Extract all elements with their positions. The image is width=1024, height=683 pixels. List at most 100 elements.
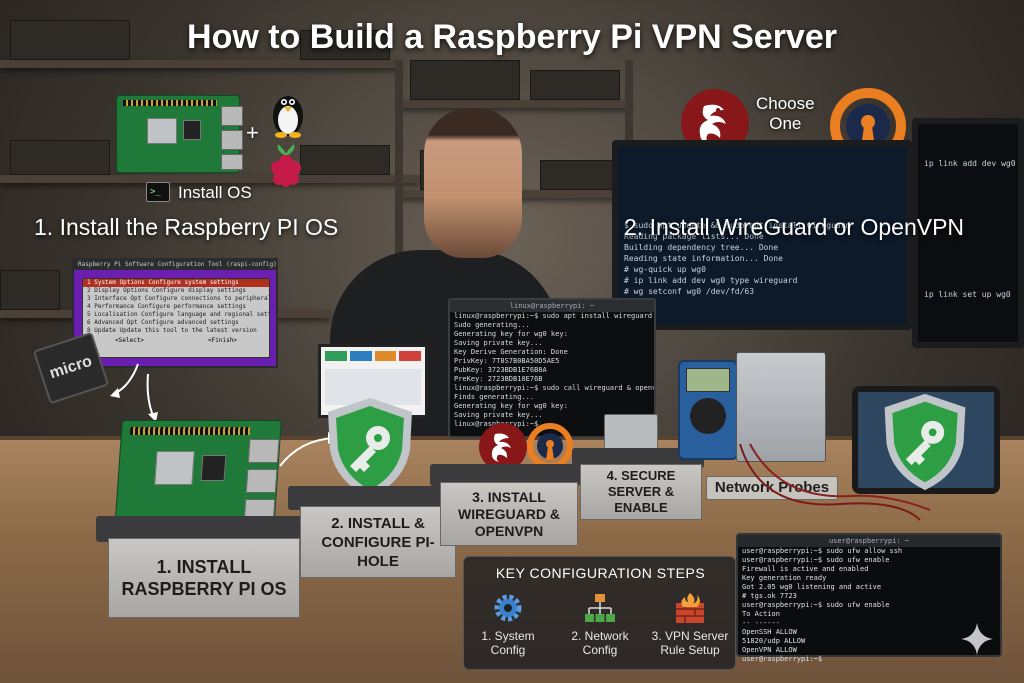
cpu-chip [154,451,195,485]
pedestal-4-line2: SERVER & ENABLE [607,484,675,515]
step2-heading: 2. Install WireGuard or OpenVPN [624,214,965,240]
choose-one-label: Choose One [756,94,815,133]
config-menu-item[interactable]: 1 System Options Configure system settin… [83,279,269,287]
shelf [400,100,630,108]
sparkle-icon [961,623,993,655]
select-button[interactable]: <Select> [115,337,144,344]
multimeter [678,360,738,460]
config-menu-item[interactable]: 8 Update Update this tool to the latest … [87,327,257,334]
config-menu: 1 System Options Configure system settin… [82,278,270,358]
equipment-box [10,20,130,60]
terminal-line: Saving private key... [454,339,543,347]
terminal-line: Sudo generating... [454,321,530,329]
terminal-line: PubKey: 3723BDB1E76B8A [454,366,547,374]
pedestal-3-line2: WIREGUARD & OPENVPN [458,505,560,539]
ram-chip [200,455,227,481]
terminal-titlebar: linux@raspberrypi: ~ [450,300,654,312]
config-menu-item[interactable]: 4 Performance Configure performance sett… [87,303,246,310]
terminal-line: Key Derive Generation: Done [454,348,568,356]
far-right-monitor: ip link add dev wg0 type ip link set up … [912,118,1024,348]
terminal-line: Firewall is active and enabled [742,565,869,573]
step1-heading: 1. Install the Raspberry PI OS [34,214,339,240]
terminal-line: Got 2.05 wg0 listening and active [742,583,882,591]
config-menu-item[interactable]: 2 Display Options Configure display sett… [87,287,246,294]
config-step-label: 2. Network Config [571,629,629,657]
equipment-box [0,270,60,310]
green-shield-key-icon-tablet [884,393,966,491]
equipment-box [300,145,390,175]
usb-port [247,439,280,463]
terminal-line: PrivKey: 7T8S7B0BA50D5AE5 [454,357,560,365]
pedestal-4-top [572,448,704,468]
config-menu-item[interactable]: 3 Interface Opt Configure connections to… [87,295,269,302]
monitor-line: Reading state information... Done [624,254,783,263]
monitor-line: # wg-quick up wg0 [624,265,706,274]
terminal-line: user@raspberrypi:~$ sudo ufw allow ssh [742,547,903,555]
config-step-system: 1. System Config [468,591,548,657]
usb-port [221,130,243,150]
config-menu-item[interactable]: 6 Advanced Opt Configure advanced settin… [87,319,239,326]
terminal-line: Key generation ready [742,574,827,582]
cpu-chip [147,118,177,144]
monitor-line: # wg setconf wg0 /dev/fd/63 [624,287,755,296]
key-config-title: KEY CONFIGURATION STEPS [495,565,706,581]
terminal-line: user@raspberrypi:~$ sudo ufw enable [742,556,890,564]
openvpn-small-icon [527,423,573,469]
center-right-monitor: $ sudo apt update && sudo apt install wi… [612,140,912,330]
terminal-line: To Action [742,610,780,618]
monitor-line: Reading package lists... Done [624,232,764,241]
config-titlebar: Raspberry Pi Software Configuration Tool… [74,260,276,270]
flow-arrows [110,363,338,467]
monitor-line: ip link add dev wg0 type [924,159,1018,168]
gpio-header [123,100,217,106]
config-menu-item[interactable]: 5 Localisation Configure language and re… [87,311,269,318]
equipment-box [540,160,620,190]
terminal-line: linux@raspberrypi:~$ sudo call wireguard… [454,384,654,392]
network-icon [585,594,615,622]
linux-penguin-icon [273,96,303,138]
equipment-box [300,30,390,60]
pedestal-4-line1: 4. SECURE [606,468,676,483]
page-title: How to Build a Raspberry Pi VPN Server [187,18,837,56]
pedestal-1-line2: RASPBERRY PI OS [121,579,287,599]
terminal-icon: >_ [146,182,170,202]
shelf [0,60,400,68]
equipment-box [530,70,620,100]
green-shield-key-icon [328,398,412,498]
terminal-line: PreKey: 2723BDB10E76B [454,375,543,383]
config-step-label: 3. VPN Server Rule Setup [651,629,729,657]
terminal-line: user@raspberrypi:~$ sudo ufw enable [742,601,890,609]
pedestal-4: 4. SECURE SERVER & ENABLE [580,464,702,520]
terminal-line: -- ------ [742,619,780,627]
gear-icon [494,594,522,622]
shelf [0,175,420,183]
raspberry-pi-board [116,95,243,173]
wireguard-small-icon [479,423,527,471]
pedestal-3-top [430,464,580,486]
terminal-line: OpenSSH ALLOW [742,628,797,636]
probe-cables [739,443,931,521]
raspberry-pi-logo-icon [271,144,301,187]
monitor-line: Building dependency tree... Done [624,243,779,252]
pedestal-3-line1: 3. INSTALL [472,488,546,505]
finish-button[interactable]: <Finish> [208,337,237,344]
equipment-box [10,140,110,175]
hardware-device [604,414,658,450]
usb-port [221,106,243,126]
server-chassis [736,352,826,462]
terminal-line: Saving private key... [454,411,543,419]
terminal-line: Finds generating... [454,393,535,401]
pedestal-2-line1: 2. INSTALL & [331,514,425,532]
terminal-line: 51820/udp ALLOW [742,637,806,645]
person-head [424,108,522,258]
pedestal-3: 3. INSTALL WIREGUARD & OPENVPN [440,482,578,546]
equipment-box [410,60,520,100]
pedestal-1-top [96,516,302,542]
pedestal-1: 1. INSTALL RASPBERRY PI OS [108,538,300,618]
firewall-icon [676,593,704,623]
key-config-steps-panel: KEY CONFIGURATION STEPS 1. System Config… [463,556,736,670]
monitor-line: # ip link add dev wg0 type wireguard [624,276,798,285]
terminal-line: Generating key for wg0 key: [454,330,568,338]
terminal-line: OpenVPN ALLOW [742,646,797,654]
